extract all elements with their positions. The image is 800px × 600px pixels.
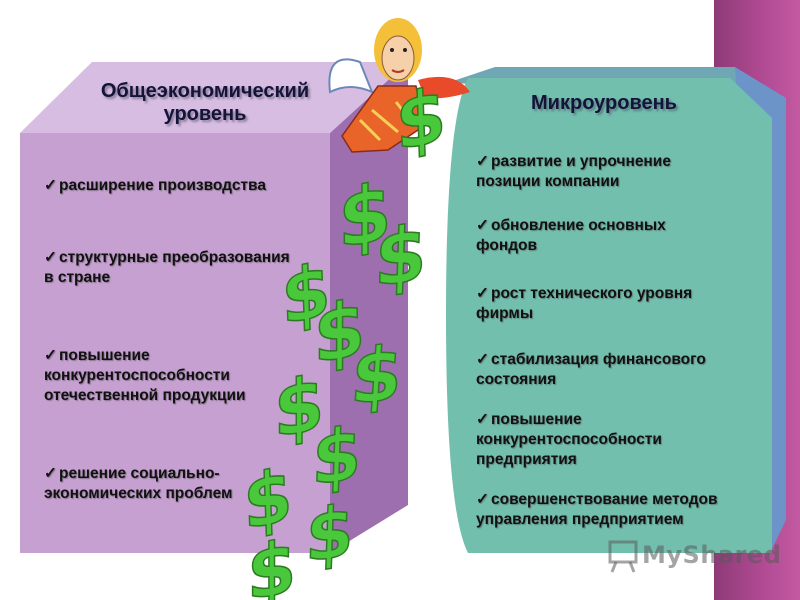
right-item-4-line2: состояния: [476, 371, 557, 388]
dollar-sign-icon: $: [242, 453, 294, 548]
left-panel-side: [330, 62, 408, 553]
left-title-line2: уровень: [163, 103, 247, 125]
left-item-3-line2: конкурентоспособности: [44, 367, 230, 384]
left-item-3: ✓повышение конкурентоспособности отечест…: [44, 346, 344, 406]
checkmark-icon: ✓: [44, 249, 57, 266]
left-item-2: ✓структурные преобразования в стране: [44, 248, 354, 288]
right-item-3-line2: фирмы: [476, 305, 534, 322]
left-item-3-line1: повышение: [59, 347, 150, 364]
dollar-sign-icon: $: [338, 165, 391, 267]
right-item-6: ✓совершенствование методов управления пр…: [476, 490, 768, 530]
checkmark-icon: ✓: [476, 285, 489, 302]
right-item-2-line1: обновление основных: [491, 217, 666, 234]
watermark-text: MyShared: [642, 541, 782, 569]
checkmark-icon: ✓: [44, 465, 57, 482]
left-panel-title: Общеэкономический уровень: [60, 80, 350, 126]
left-item-4-line1: решение социально-: [59, 465, 220, 482]
right-item-6-line2: управления предприятием: [476, 511, 684, 528]
right-item-2: ✓обновление основных фондов: [476, 216, 766, 256]
left-item-1-line1: расширение производства: [59, 177, 266, 194]
dollar-sign-icon: $: [348, 329, 405, 422]
checkmark-icon: ✓: [44, 347, 57, 364]
checkmark-icon: ✓: [476, 411, 489, 428]
dollar-sign-icon: $: [304, 490, 355, 579]
right-item-3-line1: рост технического уровня: [491, 285, 693, 302]
right-item-5-line1: повышение: [491, 411, 582, 428]
right-item-1-line2: позиции компании: [476, 173, 620, 190]
checkmark-icon: ✓: [44, 177, 57, 194]
right-item-3: ✓рост технического уровня фирмы: [476, 284, 766, 324]
right-item-5-line2: конкурентоспособности: [476, 431, 662, 448]
right-item-6-line1: совершенствование методов: [491, 491, 718, 508]
left-item-2-line1: структурные преобразования: [59, 249, 290, 266]
left-panel-top: [20, 62, 408, 133]
left-item-2-line2: в стране: [44, 269, 111, 286]
right-item-5-line3: предприятия: [476, 451, 577, 468]
checkmark-icon: ✓: [476, 491, 489, 508]
dollar-sign-icon: $: [314, 284, 366, 383]
right-panel-title: Микроуровень: [531, 92, 677, 114]
projector-icon: [608, 540, 638, 573]
angel-figure-icon: [328, 18, 470, 153]
right-item-4-line1: стабилизация финансового: [491, 351, 706, 368]
left-item-4-line2: экономических проблем: [44, 485, 233, 502]
right-item-2-line2: фондов: [476, 237, 538, 254]
checkmark-icon: ✓: [476, 153, 489, 170]
checkmark-icon: ✓: [476, 351, 489, 368]
checkmark-icon: ✓: [476, 217, 489, 234]
dollar-sign-icon: $: [247, 525, 296, 600]
right-panel-face: [446, 78, 772, 553]
left-title-line1: Общеэкономический: [100, 80, 310, 102]
right-item-1: ✓развитие и упрочнение позиции компании: [476, 152, 766, 192]
right-item-1-line1: развитие и упрочнение: [491, 153, 671, 170]
dollar-sign-icon: $: [274, 359, 325, 456]
right-item-5: ✓повышение конкурентоспособности предпри…: [476, 410, 766, 470]
right-item-4: ✓стабилизация финансового состояния: [476, 350, 766, 390]
left-panel-face: [20, 133, 330, 553]
left-item-1: ✓расширение производства: [44, 176, 344, 196]
dollar-sign-icon: $: [373, 209, 429, 306]
dollar-sign-icon: $: [310, 412, 363, 504]
left-item-4: ✓решение социально- экономических пробле…: [44, 464, 344, 504]
dollar-sign-icon: $: [280, 248, 332, 343]
left-item-3-line3: отечественной продукции: [44, 387, 246, 404]
dollar-sign-icon: $: [394, 70, 447, 168]
